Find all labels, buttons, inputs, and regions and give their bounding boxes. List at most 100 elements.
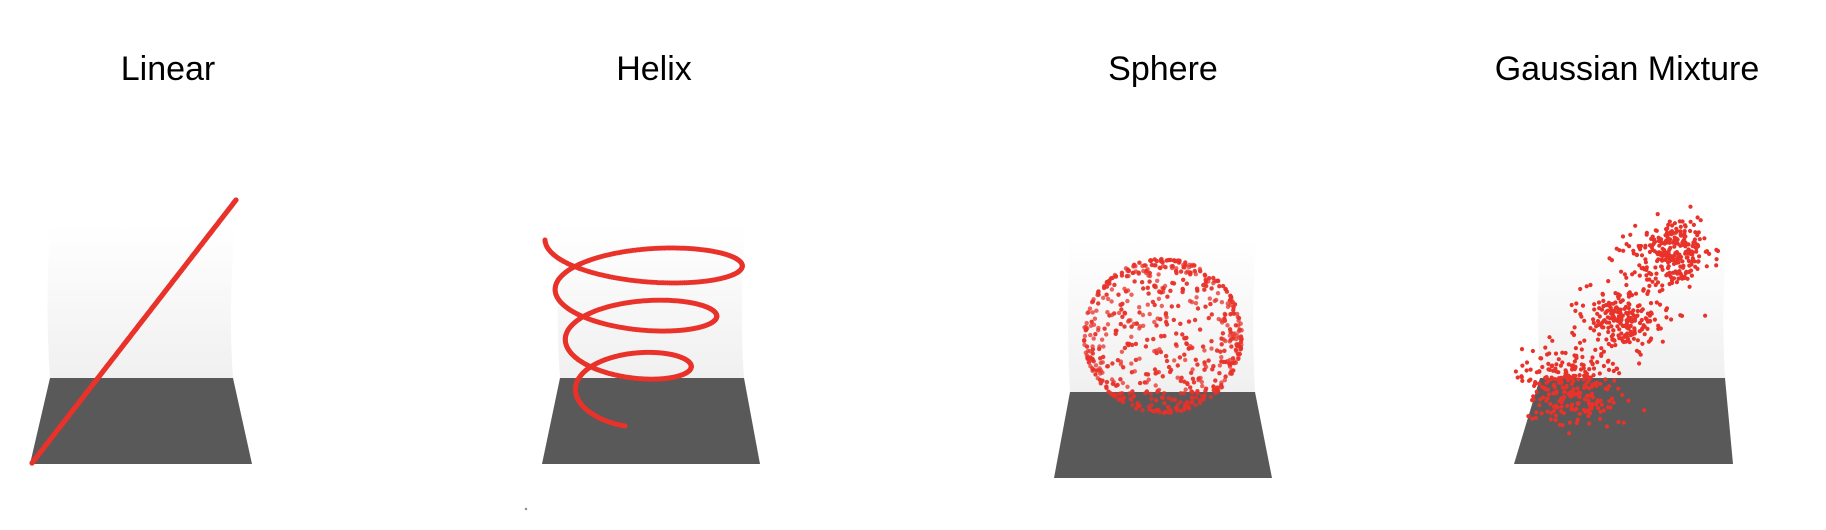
data-point [1563, 350, 1568, 356]
data-point [1576, 377, 1581, 382]
data-point [1173, 405, 1179, 411]
data-point [1581, 377, 1586, 382]
data-point [1646, 289, 1651, 294]
data-point [1609, 344, 1614, 349]
data-point [1209, 346, 1214, 351]
data-point [1551, 409, 1556, 414]
data-point [1597, 306, 1602, 311]
data-point [1152, 319, 1157, 325]
data-point [1611, 400, 1616, 405]
data-point [1105, 322, 1111, 327]
data-point [1603, 377, 1608, 382]
data-point [1702, 236, 1707, 241]
data-point [1592, 302, 1597, 307]
data-point [1133, 341, 1139, 347]
data-point [1112, 392, 1118, 397]
data-point [1222, 348, 1227, 353]
data-point [1178, 399, 1183, 405]
data-point [1104, 292, 1109, 297]
data-point [1635, 308, 1640, 314]
data-point [1591, 366, 1597, 371]
data-point [1154, 258, 1160, 264]
data-point [1173, 268, 1179, 274]
data-point [1586, 398, 1591, 403]
data-point [1082, 338, 1087, 343]
data-point [1098, 356, 1103, 361]
data-point [1112, 272, 1118, 278]
data-point [1587, 393, 1592, 398]
data-point [1519, 375, 1524, 380]
data-point [1166, 406, 1172, 412]
data-point [1154, 398, 1159, 403]
data-point [1085, 355, 1090, 360]
data-point [1631, 248, 1636, 253]
data-point [1639, 327, 1645, 332]
data-point [1577, 340, 1583, 345]
data-point [1670, 223, 1675, 228]
data-point [1155, 370, 1160, 375]
data-point [1174, 343, 1179, 349]
data-point [1692, 259, 1697, 264]
data-point [1533, 415, 1538, 420]
data-point [1126, 318, 1132, 323]
data-point [1677, 219, 1682, 224]
data-point [1219, 385, 1224, 390]
data-point [1193, 272, 1199, 277]
data-point [1125, 384, 1130, 389]
data-point [1667, 240, 1672, 245]
data-point [1178, 321, 1183, 326]
data-point [1590, 402, 1595, 407]
data-point [1689, 262, 1694, 267]
data-point [1126, 273, 1131, 279]
data-point [1547, 367, 1552, 372]
data-point [1598, 409, 1603, 414]
data-point [1206, 279, 1211, 284]
data-point [1606, 329, 1611, 335]
data-point [1649, 311, 1654, 316]
data-point [1590, 355, 1595, 360]
data-point [1088, 323, 1094, 328]
data-point [1109, 299, 1114, 304]
data-point [1091, 336, 1096, 341]
data-point [1211, 385, 1217, 390]
data-point [1569, 381, 1574, 387]
data-point [1524, 360, 1530, 365]
data-point [1121, 365, 1126, 370]
data-point [1125, 288, 1131, 293]
data-point [1149, 402, 1154, 408]
data-point [1147, 279, 1152, 284]
data-point [1567, 431, 1572, 436]
data-point [1639, 253, 1645, 258]
data-point [1118, 377, 1123, 382]
data-point [1547, 351, 1552, 356]
data-point [1090, 347, 1096, 352]
data-point [1624, 242, 1629, 247]
data-point [1660, 283, 1665, 288]
data-point [1714, 257, 1719, 262]
data-point [1089, 319, 1094, 324]
data-point [1145, 372, 1151, 377]
data-point [1177, 355, 1183, 360]
data-point [1122, 345, 1128, 351]
data-point [1131, 393, 1137, 399]
data-point [1145, 267, 1150, 272]
data-point [1184, 281, 1190, 286]
data-point [1220, 283, 1226, 289]
data-point [1221, 337, 1226, 342]
data-point [1167, 410, 1172, 415]
data-point [1180, 287, 1186, 292]
data-point [1217, 371, 1222, 376]
data-point [1669, 275, 1674, 280]
data-point [1237, 327, 1243, 332]
data-point [1530, 348, 1535, 354]
data-point [1092, 316, 1098, 321]
data-point [1624, 310, 1629, 316]
data-point [1151, 336, 1156, 342]
data-point [1183, 357, 1188, 363]
data-point [1175, 375, 1180, 380]
data-point [1119, 307, 1124, 312]
data-point [1105, 310, 1110, 315]
data-point [1148, 391, 1154, 397]
data-point [1155, 388, 1160, 394]
data-point [1082, 342, 1087, 347]
